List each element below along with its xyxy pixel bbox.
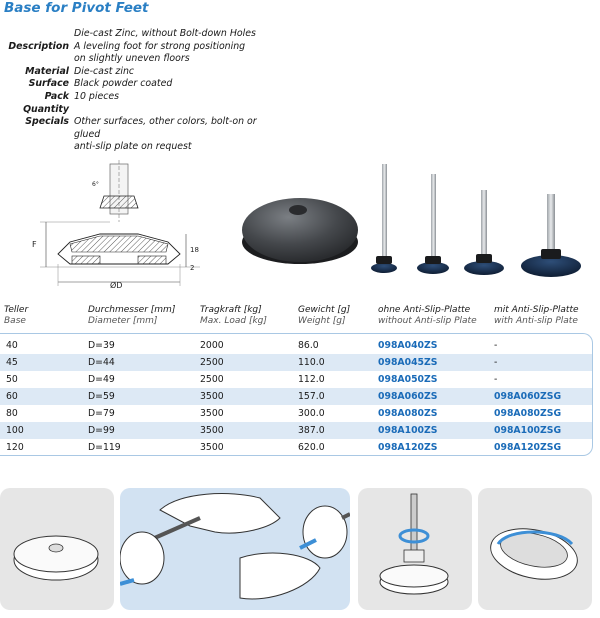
dim-f-label: F xyxy=(32,240,37,249)
dim-angle-label: 6° xyxy=(92,181,99,188)
article-code-link[interactable]: 098A050ZS xyxy=(378,374,438,385)
product-figures: F 18 2 ØD 6° xyxy=(32,160,581,290)
dim-height-label: 18 xyxy=(190,246,199,254)
spec-value: Die-cast zinc xyxy=(74,65,135,77)
spec-label: Surface xyxy=(28,78,69,90)
step-panel-1 xyxy=(0,488,114,610)
step-panel-3 xyxy=(358,488,472,610)
base-disc-photo xyxy=(242,198,358,264)
pivot-feet-photo xyxy=(371,164,581,277)
article-code-link[interactable]: 098A120ZSG xyxy=(494,442,562,453)
spec-row: Surface Black powder coated xyxy=(0,78,280,91)
article-code-link[interactable]: 098A120ZS xyxy=(378,442,438,453)
technical-drawing: F 18 2 ØD 6° xyxy=(32,160,200,290)
dim-diameter-label: ØD xyxy=(110,280,122,290)
article-code-link[interactable]: 098A040ZS xyxy=(378,340,438,351)
spec-label: Description xyxy=(8,40,69,52)
mounted-foot-illustration xyxy=(379,493,449,595)
spec-block: Die-cast Zinc, without Bolt-down Holes D… xyxy=(0,28,280,154)
spec-row: Pack Quantity 10 pieces xyxy=(0,91,280,116)
dim-plate-label: 2 xyxy=(190,264,194,272)
spec-label xyxy=(0,28,74,41)
assembly-steps xyxy=(0,488,600,613)
step-panel-4 xyxy=(478,488,592,610)
spec-label: Specials xyxy=(25,116,69,128)
spec-row: Die-cast Zinc, without Bolt-down Holes xyxy=(0,28,280,41)
spec-value: Other surfaces, other colors, bolt-on or… xyxy=(74,116,257,153)
col-header: Durchmesser [mm]Diameter [mm] xyxy=(88,305,176,326)
article-code-link[interactable]: 098A080ZSG xyxy=(494,408,562,419)
col-header: Gewicht [g]Weight [g] xyxy=(298,305,351,326)
article-code-link[interactable]: 098A060ZS xyxy=(378,391,438,402)
article-code-link[interactable]: 098A100ZSG xyxy=(494,425,562,436)
article-code-link[interactable]: 098A060ZSG xyxy=(494,391,562,402)
spec-label: Material xyxy=(25,65,69,77)
col-header: Tragkraft [kg]Max. Load [kg] xyxy=(200,305,267,326)
spec-value: Black powder coated xyxy=(74,78,173,90)
spec-value: Die-cast Zinc, without Bolt-down Holes xyxy=(74,28,256,39)
anti-slip-plate-illustration xyxy=(490,528,578,580)
page-title: Base for Pivot Feet xyxy=(4,0,149,16)
spec-label: Pack Quantity xyxy=(23,90,69,115)
hand-assembly-illustration xyxy=(120,493,350,600)
step-panel-2 xyxy=(120,488,350,610)
spec-row: Description A leveling foot for strong p… xyxy=(0,41,280,66)
article-code-link[interactable]: 098A100ZS xyxy=(378,425,438,436)
base-disc-illustration xyxy=(13,535,99,581)
article-code-link[interactable]: 098A080ZS xyxy=(378,408,438,419)
article-code-link[interactable]: 098A045ZS xyxy=(378,357,438,368)
spec-row: Specials Other surfaces, other colors, b… xyxy=(0,116,280,154)
spec-row: Material Die-cast zinc xyxy=(0,66,280,79)
spec-value: 10 pieces xyxy=(74,90,120,102)
